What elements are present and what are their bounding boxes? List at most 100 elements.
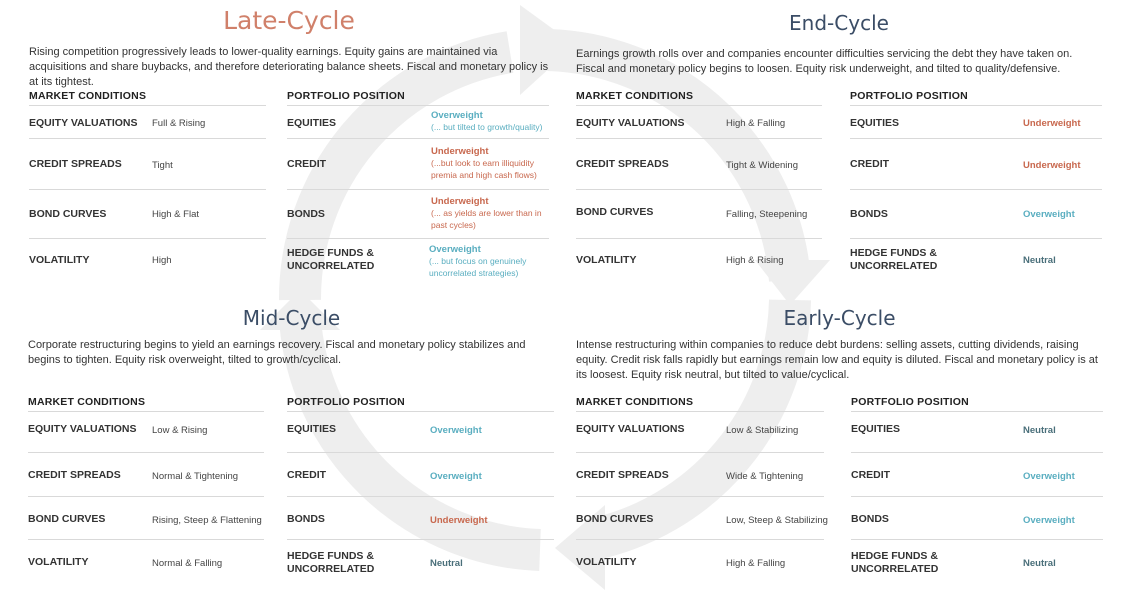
condition-value: Normal & Tightening — [152, 471, 239, 482]
early-cycle-title: Early-Cycle — [783, 306, 896, 330]
row-divider — [287, 411, 554, 412]
row-divider — [29, 138, 266, 139]
condition-value: High & Flat — [152, 209, 199, 220]
position-label-line2: UNCORRELATED — [287, 260, 375, 272]
row-divider — [851, 411, 1103, 412]
row-divider — [28, 539, 264, 540]
cycle-arc-top-left — [278, 31, 514, 301]
portfolio-position-header: PORTFOLIO POSITION — [287, 396, 405, 408]
position-label-line2: UNCORRELATED — [850, 260, 938, 272]
position-value: Overweight — [429, 244, 481, 255]
condition-value: Wide & Tightening — [726, 471, 804, 482]
row-divider — [850, 238, 1102, 239]
row-divider — [850, 138, 1102, 139]
position-label: CREDIT — [850, 158, 890, 170]
position-value: Overweight — [430, 425, 482, 436]
position-value: Overweight — [1023, 471, 1075, 482]
position-label: BONDS — [851, 513, 889, 525]
condition-label: EQUITY VALUATIONS — [576, 423, 685, 435]
condition-value: High & Rising — [726, 255, 784, 266]
condition-value: Tight & Widening — [726, 160, 798, 171]
cycle-arc-bottom-left — [279, 318, 541, 571]
condition-label: BOND CURVES — [576, 513, 654, 525]
row-divider — [850, 105, 1102, 106]
condition-value: High & Falling — [726, 558, 786, 569]
position-label: CREDIT — [851, 469, 891, 481]
position-label-line1: HEDGE FUNDS & — [850, 247, 937, 259]
condition-value: Low, Steep & Stabilizing — [726, 515, 828, 526]
position-note: (... as yields are lower than in — [431, 208, 542, 218]
row-divider — [28, 411, 264, 412]
position-value: Overweight — [1023, 515, 1075, 526]
row-divider — [851, 452, 1103, 453]
condition-value: Low & Stabilizing — [726, 425, 799, 436]
row-divider — [287, 238, 549, 239]
position-label: CREDIT — [287, 469, 327, 481]
position-value: Underweight — [431, 196, 489, 207]
condition-value: Full & Rising — [152, 118, 206, 129]
position-note: (...but look to earn illiquidity — [431, 158, 534, 168]
condition-label: EQUITY VALUATIONS — [29, 117, 138, 129]
row-divider — [576, 539, 824, 540]
position-note: uncorrelated strategies) — [429, 268, 519, 278]
row-divider — [287, 138, 549, 139]
row-divider — [576, 411, 824, 412]
condition-value: Normal & Falling — [152, 558, 223, 569]
early-cycle-description: Intense restructuring within companies t… — [576, 339, 1098, 381]
condition-value: Low & Rising — [152, 425, 208, 436]
position-value: Neutral — [1023, 558, 1056, 569]
position-note: past cycles) — [431, 220, 476, 230]
condition-label: VOLATILITY — [576, 254, 637, 266]
position-value: Overweight — [430, 471, 482, 482]
position-value: Overweight — [1023, 209, 1075, 220]
row-divider — [29, 189, 266, 190]
position-value: Underweight — [1023, 118, 1081, 129]
portfolio-position-header: PORTFOLIO POSITION — [850, 90, 968, 102]
condition-value: High & Falling — [726, 118, 786, 129]
cycle-arc-bottom-right — [585, 299, 811, 561]
position-label: BONDS — [287, 513, 325, 525]
condition-label: VOLATILITY — [576, 556, 637, 568]
condition-label: BOND CURVES — [576, 206, 654, 218]
position-value: Neutral — [1023, 255, 1056, 266]
condition-value: Rising, Steep & Flattening — [152, 515, 262, 526]
portfolio-position-header: PORTFOLIO POSITION — [287, 90, 405, 102]
late-cycle-title: Late-Cycle — [223, 6, 355, 35]
position-label-line1: HEDGE FUNDS & — [287, 550, 374, 562]
condition-value: Tight — [152, 160, 173, 171]
cycle-arrowhead-right — [755, 260, 830, 305]
position-label: EQUITIES — [850, 117, 900, 129]
position-value: Underweight — [431, 146, 489, 157]
row-divider — [850, 189, 1102, 190]
position-label-line1: HEDGE FUNDS & — [287, 247, 374, 259]
row-divider — [29, 105, 266, 106]
row-divider — [287, 452, 554, 453]
row-divider — [287, 539, 554, 540]
row-divider — [28, 496, 264, 497]
mid-cycle-title: Mid-Cycle — [242, 306, 341, 330]
position-value: Overweight — [431, 110, 483, 121]
row-divider — [576, 496, 824, 497]
condition-label: CREDIT SPREADS — [29, 158, 122, 170]
position-label: BONDS — [850, 208, 888, 220]
position-label-line2: UNCORRELATED — [287, 563, 375, 575]
cycle-arrowhead-top — [520, 5, 575, 95]
row-divider — [287, 105, 549, 106]
row-divider — [28, 452, 264, 453]
position-label: EQUITIES — [851, 423, 901, 435]
late-cycle-description: Rising competition progressively leads t… — [29, 46, 549, 88]
condition-label: BOND CURVES — [29, 208, 107, 220]
position-label: CREDIT — [287, 158, 327, 170]
condition-label: EQUITY VALUATIONS — [576, 117, 685, 129]
market-conditions-header: MARKET CONDITIONS — [576, 396, 694, 408]
row-divider — [851, 496, 1103, 497]
condition-label: VOLATILITY — [29, 254, 90, 266]
cycle-arrowhead-left — [260, 290, 340, 330]
condition-label: BOND CURVES — [28, 513, 106, 525]
row-divider — [576, 452, 824, 453]
position-note: premia and high cash flows) — [431, 170, 537, 180]
condition-label: CREDIT SPREADS — [576, 158, 669, 170]
market-conditions-header: MARKET CONDITIONS — [576, 90, 694, 102]
row-divider — [287, 189, 549, 190]
